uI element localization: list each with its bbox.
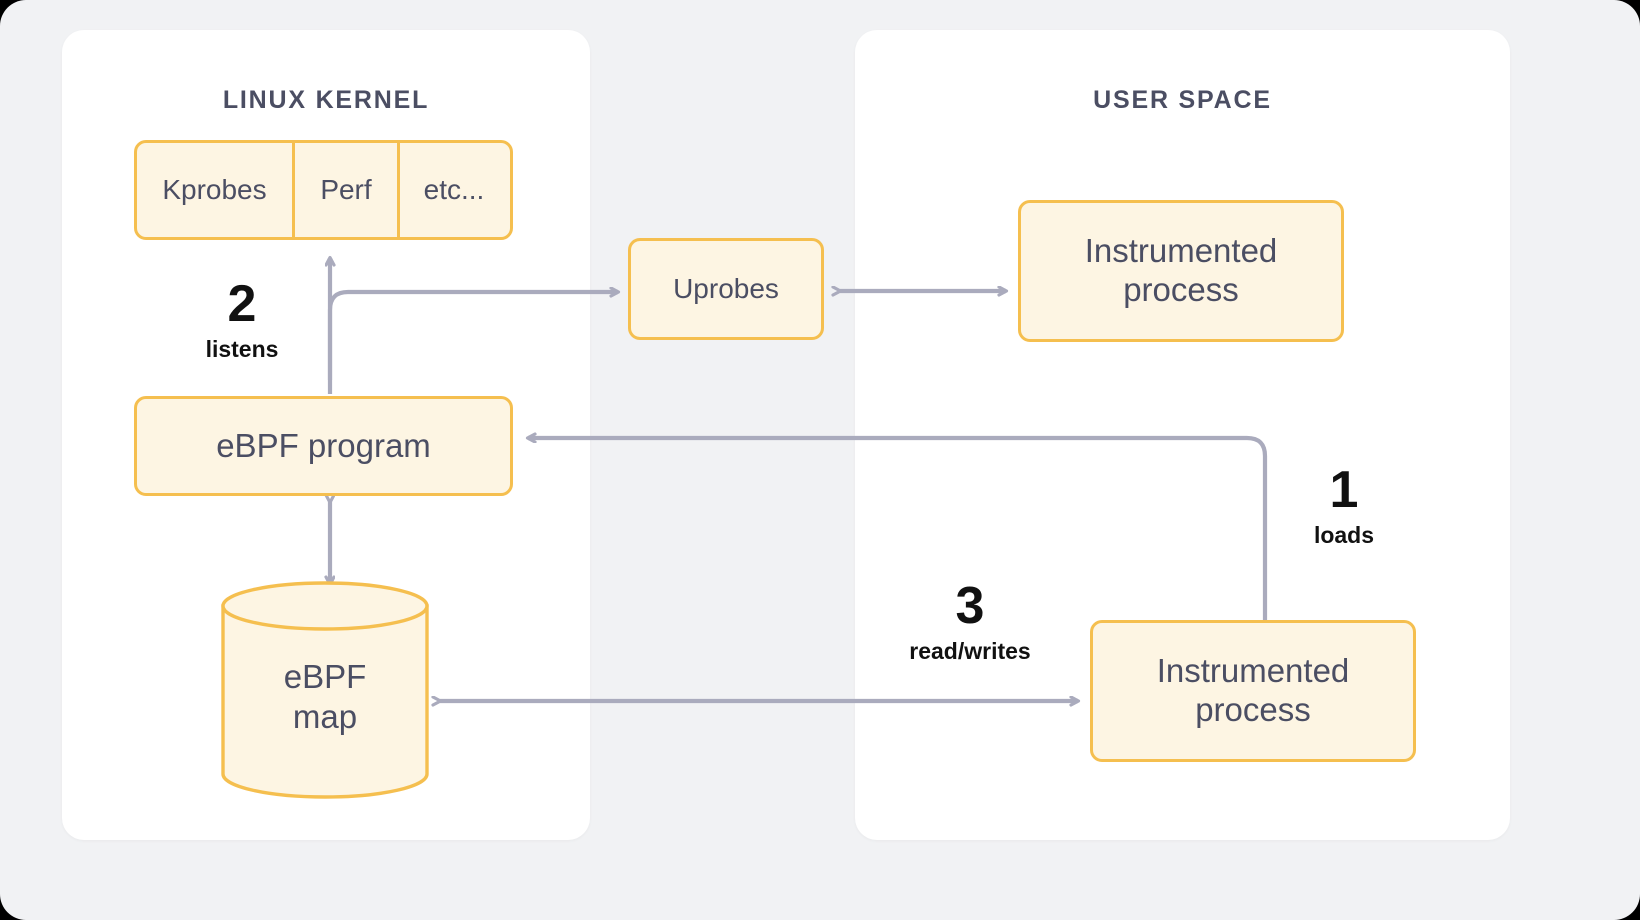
node-ebpf-map-line2: map <box>292 698 358 735</box>
step-3-number: 3 <box>955 577 985 635</box>
step-3-caption: read/writes <box>909 638 1031 664</box>
step-label-3: 3 read/writes <box>880 580 1060 666</box>
step-label-1: 1 loads <box>1294 464 1394 550</box>
process-bottom-line1: Instrumented <box>1156 652 1350 690</box>
node-etc[interactable]: etc... <box>397 143 508 237</box>
node-probe-group[interactable]: Kprobes Perf etc... <box>134 140 513 240</box>
node-ebpf-map-label: eBPF map <box>220 580 430 800</box>
node-kprobes[interactable]: Kprobes <box>162 174 267 206</box>
node-uprobes[interactable]: Uprobes <box>628 238 824 340</box>
node-perf[interactable]: Perf <box>292 143 397 237</box>
process-top-line2: process <box>1123 271 1239 308</box>
node-ebpf-map[interactable]: eBPF map <box>220 580 430 800</box>
step-label-2: 2 listens <box>192 278 292 364</box>
node-ebpf-map-line1: eBPF <box>283 658 367 696</box>
step-2-caption: listens <box>205 336 279 362</box>
panel-title-linux-kernel: LINUX KERNEL <box>222 86 430 114</box>
step-1-caption: loads <box>1313 522 1375 548</box>
panel-title-user-space: USER SPACE <box>1093 86 1272 114</box>
process-bottom-line2: process <box>1195 691 1311 728</box>
node-ebpf-program[interactable]: eBPF program <box>134 396 513 496</box>
step-1-number: 1 <box>1329 461 1359 519</box>
cylinder-icon <box>221 581 429 799</box>
step-2-number: 2 <box>227 275 257 333</box>
process-top-line1: Instrumented <box>1084 232 1278 270</box>
node-instrumented-process-top[interactable]: Instrumented process <box>1018 200 1344 342</box>
node-instrumented-process-bottom[interactable]: Instrumented process <box>1090 620 1416 762</box>
